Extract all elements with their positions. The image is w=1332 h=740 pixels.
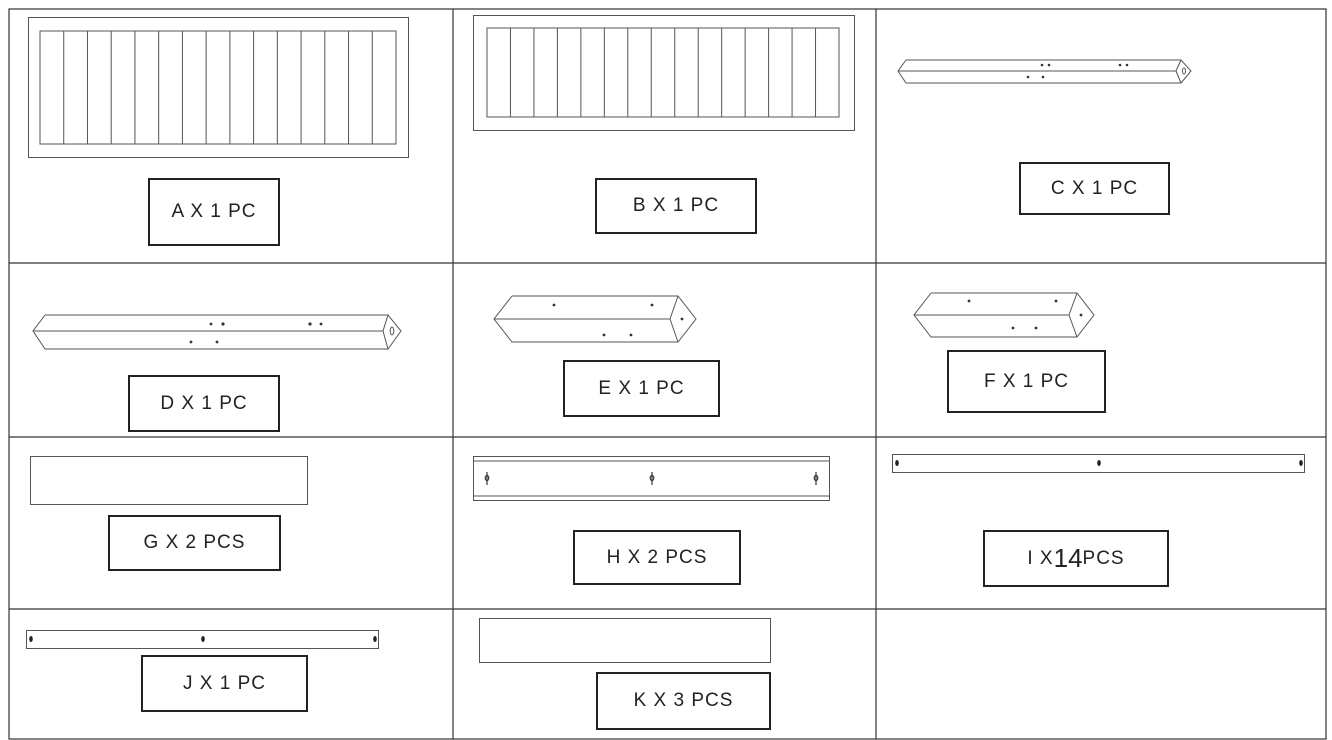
slat-i-drawing bbox=[892, 454, 1305, 473]
part-label-g: G X 2 PCS bbox=[108, 515, 281, 571]
part-label-f: F X 1 PC bbox=[947, 350, 1106, 413]
part-label-e: E X 1 PC bbox=[563, 360, 720, 417]
post-e-drawing bbox=[493, 295, 697, 343]
part-label-b: B X 1 PC bbox=[595, 178, 757, 234]
part-label-i-suffix: PCS bbox=[1082, 547, 1125, 569]
part-label-h: H X 2 PCS bbox=[573, 530, 741, 585]
rail-h-drawing bbox=[473, 456, 830, 501]
post-c-drawing bbox=[897, 59, 1192, 84]
part-label-i-prefix: I X bbox=[1027, 547, 1054, 569]
part-label-d: D X 1 PC bbox=[128, 375, 280, 432]
slat-j-drawing bbox=[26, 630, 379, 649]
board-k-drawing bbox=[479, 618, 771, 663]
board-g-drawing bbox=[30, 456, 308, 505]
part-label-a: A X 1 PC bbox=[148, 178, 280, 246]
part-label-i-quantity: 14 bbox=[1053, 543, 1083, 573]
panel-a-drawing bbox=[28, 17, 409, 158]
part-label-j: J X 1 PC bbox=[141, 655, 308, 712]
part-label-c: C X 1 PC bbox=[1019, 162, 1170, 215]
panel-b-drawing bbox=[473, 15, 855, 131]
post-f-drawing bbox=[913, 292, 1095, 338]
part-label-k: K X 3 PCS bbox=[596, 672, 771, 730]
post-d-drawing bbox=[32, 314, 402, 350]
